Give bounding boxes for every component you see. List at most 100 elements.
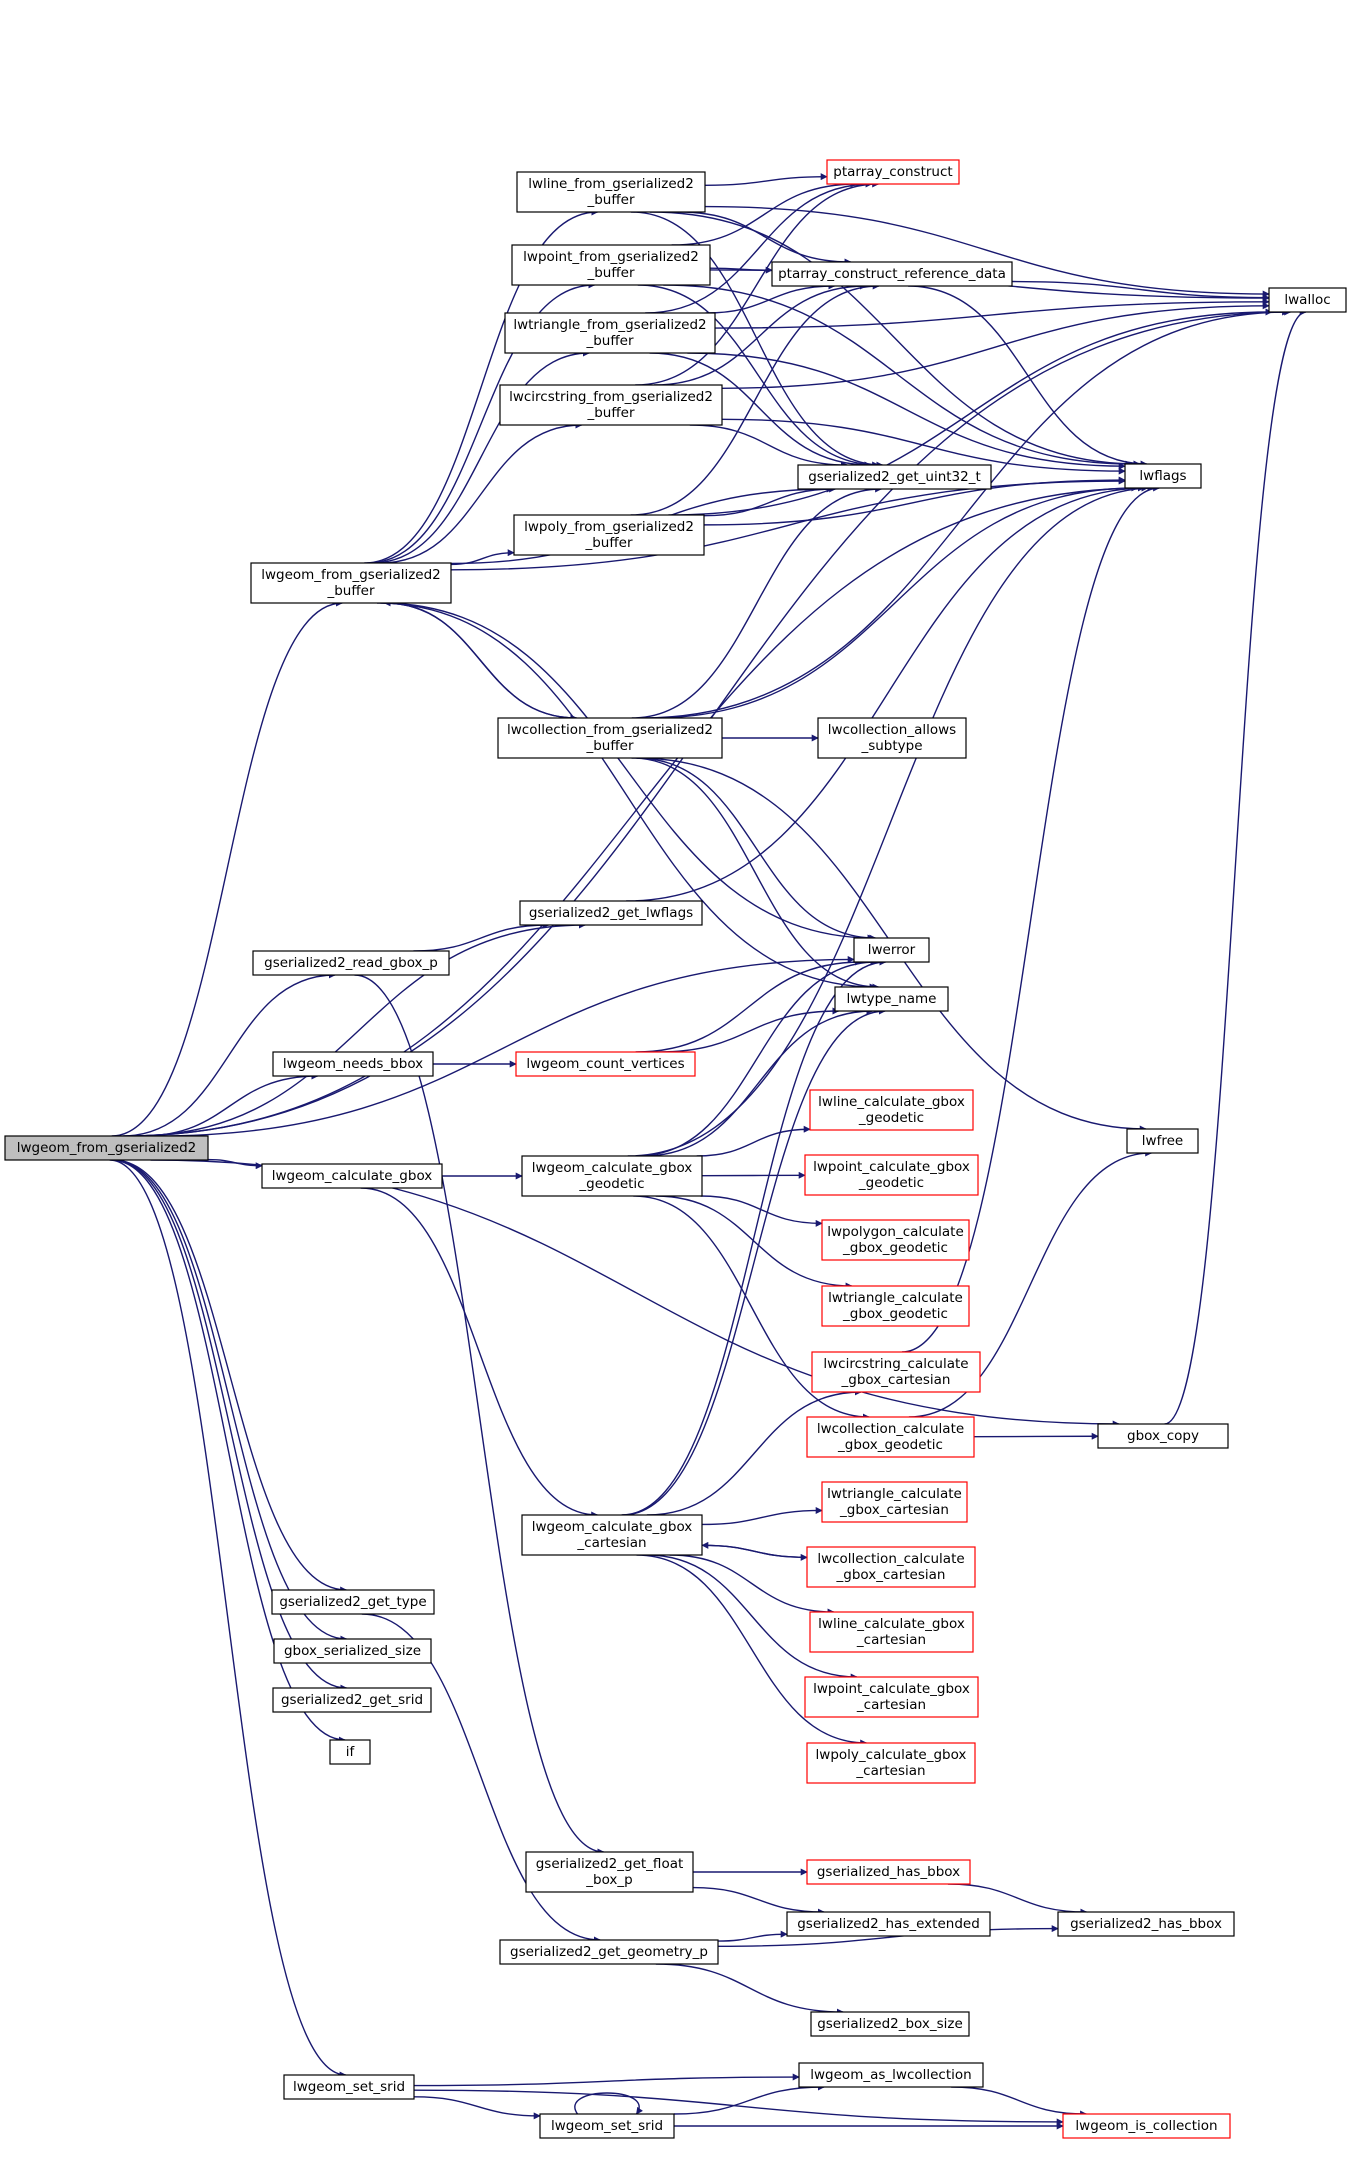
edge-root-to-from_buf: [111, 599, 344, 1137]
node-point-buf[interactable]: lwpoint_from_gserialized2_buffer: [511, 244, 711, 286]
node-as-lwcoll[interactable]: lwgeom_as_lwcollection: [798, 2062, 984, 2088]
node-point-cart[interactable]: lwpoint_calculate_gbox_cartesian: [804, 1676, 979, 1718]
node-circ-buf[interactable]: lwcircstring_from_gserialized2_buffer: [499, 384, 723, 426]
node-coll-geod[interactable]: lwcollection_calculate_gbox_geodetic: [806, 1416, 975, 1458]
node-from-buf[interactable]: lwgeom_from_gserialized2_buffer: [250, 562, 452, 604]
edge-get_geometry_p-to-has_bbox2: [717, 1925, 1059, 1948]
node-has-bbox2[interactable]: gserialized2_has_bbox: [1057, 1911, 1235, 1937]
node-float-box-p[interactable]: gserialized2_get_float_box_p: [525, 1851, 694, 1893]
edge-tri_buf-to-lwflags: [687, 352, 1126, 470]
node-label: gbox_copy: [1127, 1428, 1199, 1444]
node-calc-cartesian[interactable]: lwgeom_calculate_gbox_cartesian: [521, 1514, 703, 1556]
edge-calc_cartesian-to-tri_cart: [701, 1506, 823, 1526]
node-box: [539, 2113, 675, 2139]
node-gbox-copy[interactable]: gbox_copy: [1097, 1423, 1229, 1449]
edge-set_srid_a-to-set_srid_b: [413, 2096, 541, 2120]
node-has-extended[interactable]: gserialized2_has_extended: [786, 1911, 991, 1937]
node-label: gbox_serialized_size: [284, 1643, 421, 1659]
node-set-srid-a[interactable]: lwgeom_set_srid: [283, 2074, 415, 2100]
node-lwfree[interactable]: lwfree: [1126, 1128, 1199, 1154]
node-polygon-geod[interactable]: lwpolygon_calculate_gbox_geodetic: [821, 1219, 970, 1261]
node-needs-bbox[interactable]: lwgeom_needs_bbox: [272, 1051, 434, 1077]
node-read-gbox-p[interactable]: gserialized2_read_gbox_p: [252, 950, 450, 976]
node-get-uint32[interactable]: gserialized2_get_uint32_t: [797, 464, 992, 490]
node-count-vertices[interactable]: lwgeom_count_vertices: [515, 1051, 696, 1077]
node-gbox-ser[interactable]: gbox_serialized_size: [273, 1638, 432, 1664]
edge-has_bbox_fn-to-has_bbox2: [947, 1883, 1088, 1916]
node-coll-buf[interactable]: lwcollection_from_gserialized2_buffer: [497, 717, 723, 759]
node-box: [504, 312, 716, 354]
node-box-size[interactable]: gserialized2_box_size: [810, 2011, 970, 2037]
node-coll-cart[interactable]: lwcollection_calculate_gbox_cartesian: [806, 1546, 976, 1588]
node-line-geod[interactable]: lwline_calculate_gbox_geodetic: [809, 1089, 974, 1131]
edge-root-to-get_type: [113, 1159, 348, 1594]
node-label: lwfree: [1142, 1133, 1183, 1149]
node-get-geometry-p[interactable]: gserialized2_get_geometry_p: [499, 1939, 719, 1965]
node-box: [329, 1739, 371, 1765]
node-label: gserialized2_box_size: [817, 2016, 963, 2032]
node-root[interactable]: lwgeom_from_gserialized2: [4, 1135, 209, 1161]
node-box: [513, 514, 705, 556]
node-box: [771, 261, 1013, 287]
node-label: lwpoint_calculate_gbox: [813, 1159, 970, 1175]
edge-get_geometry_p-to-has_extended: [717, 1930, 788, 1942]
node-get-srid[interactable]: gserialized2_get_srid: [272, 1687, 432, 1713]
node-box: [806, 1859, 971, 1885]
node-circ-cart[interactable]: lwcircstring_calculate_gbox_cartesian: [811, 1351, 981, 1393]
node-box: [499, 384, 723, 426]
edge-root-to-gbox_ser: [112, 1159, 348, 1643]
node-lwalloc[interactable]: lwalloc: [1268, 287, 1347, 313]
node-calc-gbox[interactable]: lwgeom_calculate_gbox: [261, 1163, 443, 1189]
edge-poly_buf-to-get_uint32: [703, 485, 837, 517]
edge-count_vertices-to-lwerror: [635, 958, 863, 1053]
node-tri-buf[interactable]: lwtriangle_from_gserialized2_buffer: [504, 312, 716, 354]
node-box: [1097, 1423, 1229, 1449]
edge-coll_buf-to-from_buf: [383, 599, 577, 719]
edge-from_buf-to-point_buf: [367, 281, 596, 564]
node-coll-allows[interactable]: lwcollection_allows_subtype: [817, 717, 967, 759]
edge-coll_cart-to-calc_cartesian: [701, 1541, 808, 1559]
node-point-geod[interactable]: lwpoint_calculate_gbox_geodetic: [804, 1154, 979, 1196]
node-box: [497, 717, 723, 759]
node-label: _buffer: [586, 192, 634, 208]
edge-tri_buf-to-ptarray_construct: [645, 180, 873, 314]
node-lwerror[interactable]: lwerror: [853, 937, 930, 963]
node-tri-geod[interactable]: lwtriangle_calculate_gbox_geodetic: [821, 1285, 970, 1327]
node-poly-buf[interactable]: lwpoly_from_gserialized2_buffer: [513, 514, 705, 556]
node-label: lwgeom_set_srid: [293, 2079, 405, 2095]
node-line-cart[interactable]: lwline_calculate_gbox_cartesian: [809, 1611, 974, 1653]
node-label: lwgeom_needs_bbox: [283, 1056, 423, 1072]
node-lwtype-name[interactable]: lwtype_name: [834, 986, 949, 1012]
edge-coll_geod-to-lwfree: [908, 1149, 1153, 1418]
node-if[interactable]: if: [329, 1739, 371, 1765]
node-tri-cart[interactable]: lwtriangle_calculate_gbox_cartesian: [821, 1481, 968, 1523]
node-calc-geodetic[interactable]: lwgeom_calculate_gbox_geodetic: [521, 1155, 703, 1197]
edge-from_buf-to-tri_buf: [371, 349, 590, 564]
node-box: [806, 1546, 976, 1588]
node-ptarray-ref[interactable]: ptarray_construct_reference_data: [771, 261, 1013, 287]
node-box: [4, 1135, 209, 1161]
node-label: lwalloc: [1284, 292, 1330, 308]
edge-circ_buf-to-ptarray_construct: [635, 180, 880, 386]
node-label: _box_p: [585, 1872, 632, 1888]
node-box: [283, 2074, 415, 2100]
node-get-lwflags[interactable]: gserialized2_get_lwflags: [519, 900, 703, 926]
node-is-collection[interactable]: lwgeom_is_collection: [1062, 2113, 1231, 2139]
node-label: lwgeom_calculate_gbox: [272, 1168, 433, 1184]
node-label: lwgeom_count_vertices: [526, 1056, 684, 1072]
node-line-buf[interactable]: lwline_from_gserialized2_buffer: [516, 171, 706, 213]
node-ptarray-construct[interactable]: ptarray_construct: [826, 159, 960, 185]
node-box: [797, 464, 992, 490]
node-label: lwcollection_from_gserialized2: [507, 722, 713, 738]
node-set-srid-b[interactable]: lwgeom_set_srid: [539, 2113, 675, 2139]
edge-calc_gbox-to-calc_cartesian: [360, 1187, 599, 1519]
node-box: [853, 937, 930, 963]
node-get-type[interactable]: gserialized2_get_type: [271, 1589, 435, 1615]
node-label: gserialized2_has_extended: [797, 1916, 980, 1932]
node-label: lwcircstring_calculate: [823, 1356, 968, 1372]
node-label: _buffer: [585, 738, 633, 754]
node-poly-cart[interactable]: lwpoly_calculate_gbox_cartesian: [806, 1742, 976, 1784]
node-lwflags[interactable]: lwflags: [1124, 463, 1202, 489]
node-has-bbox-fn[interactable]: gserialized_has_bbox: [806, 1859, 971, 1885]
node-box: [519, 900, 703, 926]
